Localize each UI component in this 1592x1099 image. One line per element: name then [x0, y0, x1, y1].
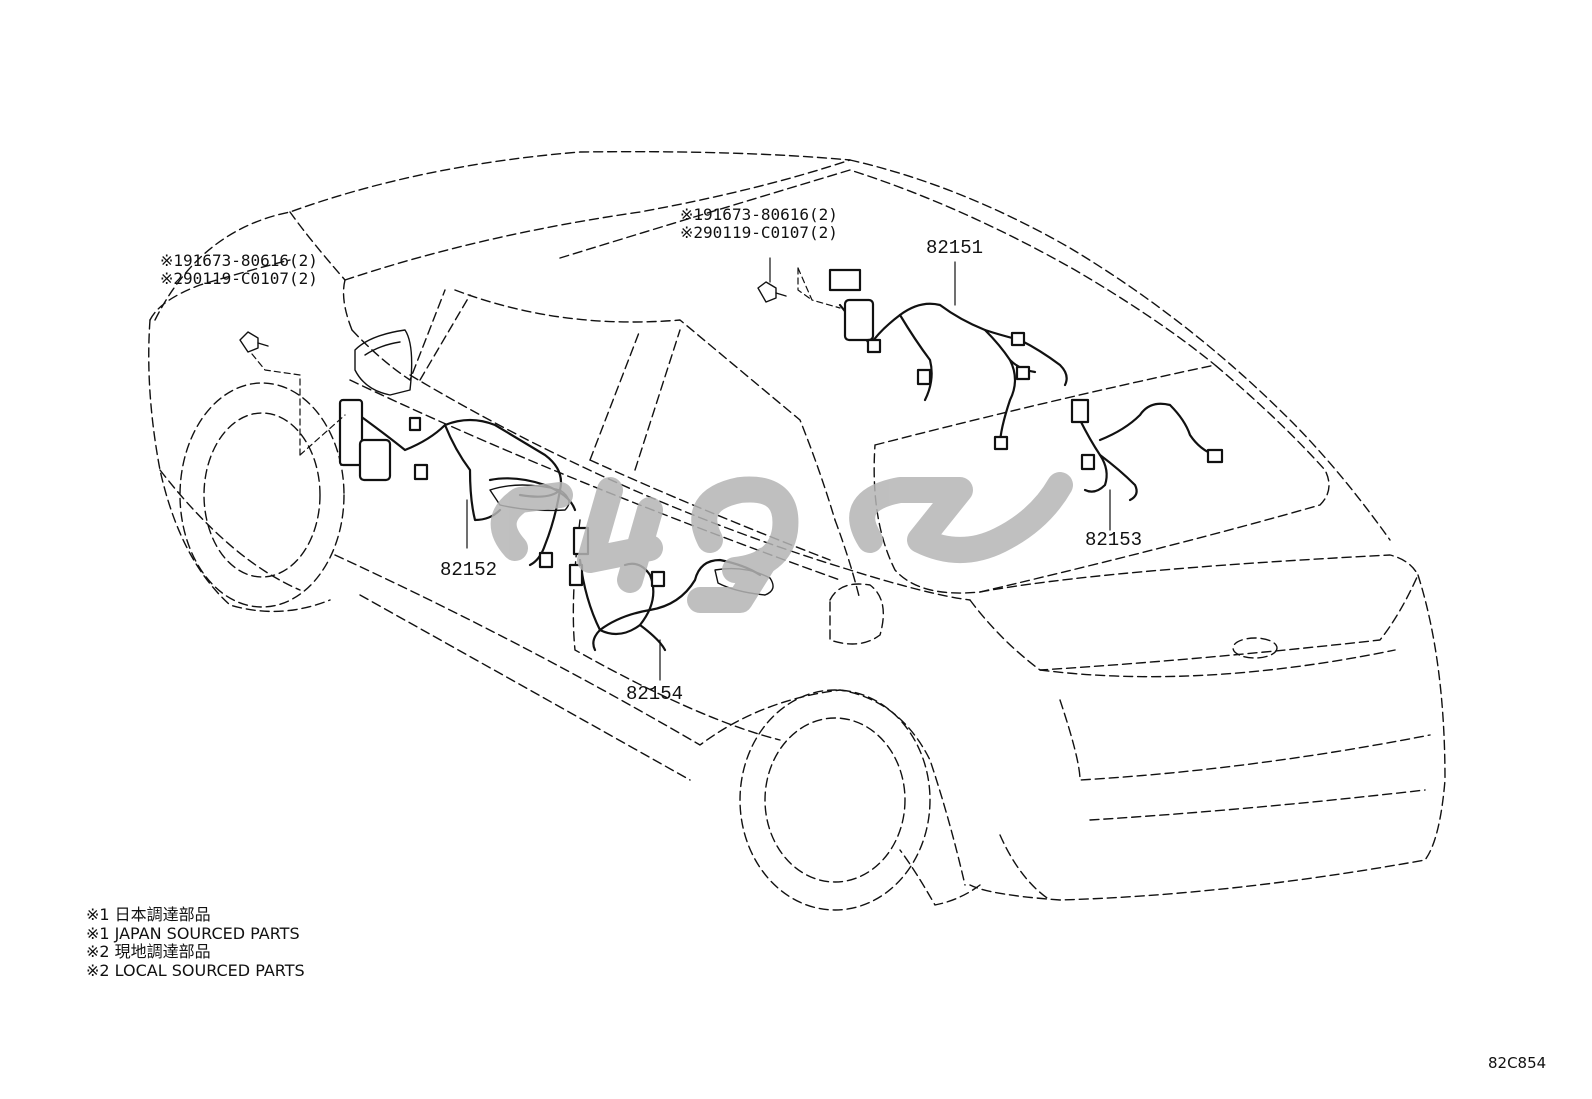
callout-right-line1: ※191673-80616(2) — [680, 205, 838, 224]
callout-right: ※191673-80616(2) ※290119-C0107(2) — [680, 206, 838, 242]
part-label-82154: 82154 — [626, 683, 684, 705]
callout-left: ※191673-80616(2) ※290119-C0107(2) — [160, 252, 318, 288]
part-label-82151: 82151 — [926, 237, 984, 259]
harness-82152 — [338, 398, 577, 569]
side-mirror — [354, 329, 413, 396]
callout-left-line2: ※290119-C0107(2) — [160, 269, 318, 288]
diagram-code: 82C854 — [1488, 1054, 1547, 1072]
harness-82151 — [828, 268, 1068, 451]
note-line: ※1 日本調達部品 — [86, 905, 211, 924]
note-line: ※2 現地調達部品 — [86, 942, 211, 961]
leader-lines — [251, 257, 1111, 681]
legend-notes: ※1 日本調達部品 ※1 JAPAN SOURCED PARTS ※2 現地調達… — [86, 905, 305, 980]
harness-82153 — [1070, 398, 1224, 502]
part-label-82152: 82152 — [440, 559, 498, 581]
part-label-82153: 82153 — [1085, 529, 1143, 551]
bolt-left — [239, 331, 269, 353]
callout-right-line2: ※290119-C0107(2) — [680, 223, 838, 242]
watermark — [490, 472, 1073, 613]
note-line: ※2 LOCAL SOURCED PARTS — [86, 960, 305, 980]
note-line: ※1 JAPAN SOURCED PARTS — [86, 923, 300, 943]
callout-left-line1: ※191673-80616(2) — [160, 251, 318, 270]
bolt-right — [757, 281, 787, 303]
